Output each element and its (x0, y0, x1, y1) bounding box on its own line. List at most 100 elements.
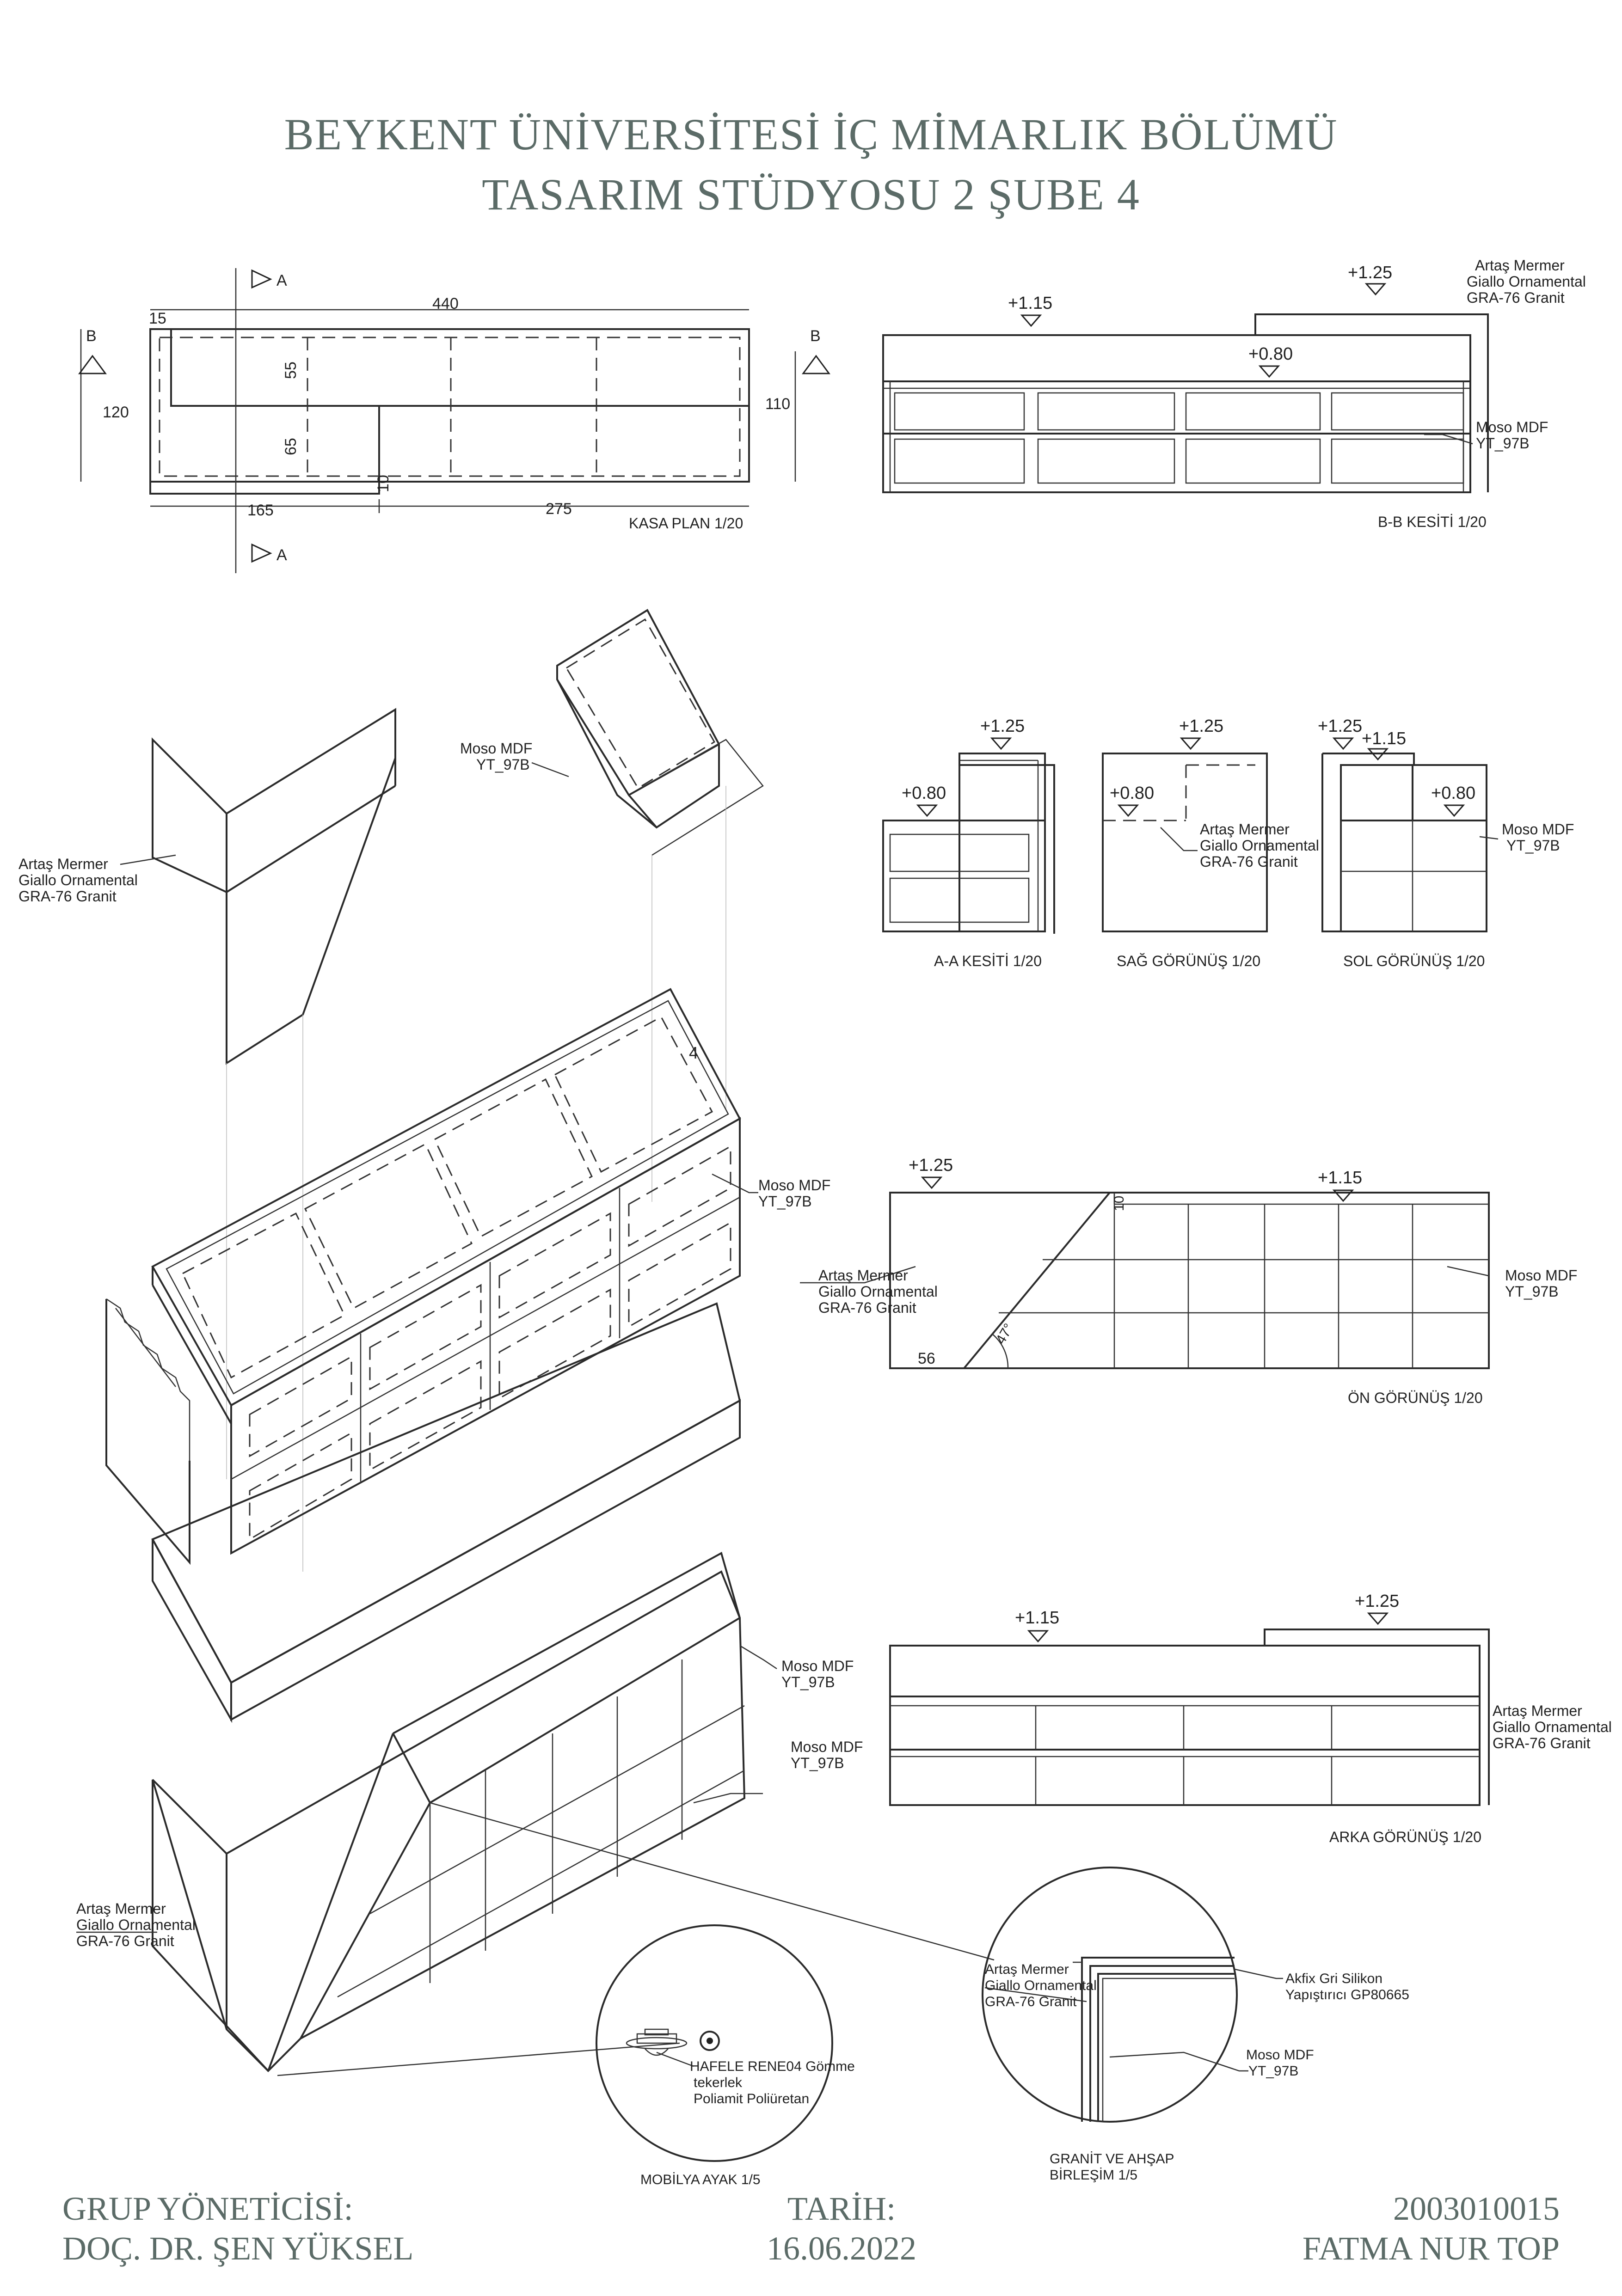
section-mark-a-bottom: A (276, 546, 287, 564)
right-view: +1.25 +0.80 Artaş Mermer Giallo Ornament… (1102, 716, 1319, 969)
dim-165: 165 (247, 502, 274, 519)
iso-box-mdf-label-2: YT_97B (476, 756, 530, 773)
supervisor-name: DOÇ. DR. ŞEN YÜKSEL (62, 2230, 414, 2267)
section-mark-a-top: A (276, 272, 287, 289)
sheet-title-line1: BEYKENT ÜNİVERSİTESİ İÇ MİMARLIK BÖLÜMÜ (284, 110, 1338, 159)
iso-assembled-mdf-a-2: YT_97B (781, 1674, 835, 1690)
right-marble-2: Giallo Ornamental (1200, 837, 1319, 854)
left-level-080: +0.80 (1431, 784, 1475, 803)
right-marble-1: Artaş Mermer (1200, 821, 1290, 838)
iso-carcass: 4 Moso MDF YT_97B (151, 988, 830, 1555)
back-marble-2: Giallo Ornamental (1493, 1719, 1612, 1735)
front-angle: 47° (993, 1321, 1016, 1347)
aa-level-080: +0.80 (902, 784, 946, 803)
student-name: FATMA NUR TOP (1302, 2230, 1560, 2267)
iso1-marble-label-3: GRA-76 Granit (18, 888, 117, 905)
wheel-label-1: HAFELE RENE04 Gömme (690, 2059, 855, 2074)
front-level-125: +1.25 (909, 1156, 953, 1175)
front-mdf-1: Moso MDF (1505, 1267, 1577, 1284)
student-number: 2003010015 (1393, 2190, 1560, 2227)
right-caption: SAĞ GÖRÜNÜŞ 1/20 (1117, 953, 1260, 969)
left-level-115: +1.15 (1362, 729, 1406, 748)
foot-caption: MOBİLYA AYAK 1/5 (640, 2172, 761, 2187)
front-marble-1: Artaş Mermer (818, 1267, 908, 1284)
iso-carcass-mdf-label-2: YT_97B (758, 1193, 812, 1210)
back-level-115: +1.15 (1015, 1608, 1059, 1628)
iso-carcass-mdf-label-1: Moso MDF (758, 1177, 830, 1194)
joint-mdf-2: YT_97B (1248, 2063, 1298, 2079)
left-level-125: +1.25 (1318, 716, 1362, 736)
front-marble-3: GRA-76 Granit (818, 1299, 916, 1316)
joint-mdf-1: Moso MDF (1246, 2047, 1314, 2063)
front-dim-56: 56 (918, 1350, 935, 1367)
joint-caption-1: GRANİT VE AHŞAP (1050, 2151, 1174, 2167)
footer-date: TARİH: 16.06.2022 (712, 2189, 971, 2268)
section-mark-b-left: B (86, 327, 97, 345)
iso-toothed-panel (105, 1298, 190, 1565)
iso-assembled-marble-3: GRA-76 Granit (76, 1933, 174, 1949)
aa-level-125: +1.25 (980, 716, 1025, 736)
dim-55: 55 (282, 361, 300, 379)
left-mdf-2: YT_97B (1506, 837, 1560, 854)
back-view: +1.15 +1.25 Artaş Mermer Giallo Ornament… (889, 1592, 1612, 1845)
back-caption: ARKA GÖRÜNÜŞ 1/20 (1329, 1829, 1481, 1845)
iso-carcass-mark: 4 (689, 1043, 698, 1062)
bb-mdf-label-1: Moso MDF (1476, 419, 1548, 435)
iso-small-box: Moso MDF YT_97B (460, 609, 764, 1202)
iso-box-mdf-label-1: Moso MDF (460, 740, 532, 757)
back-level-125: +1.25 (1355, 1592, 1399, 1611)
iso1-marble-label-1: Artaş Mermer (18, 856, 108, 872)
dim-120: 120 (103, 404, 129, 421)
joint-marble-3: GRA-76 Granit (985, 1994, 1077, 2009)
footer-student: 2003010015 FATMA NUR TOP (1303, 2189, 1560, 2268)
wheel-label-3: Poliamit Poliüretan (694, 2091, 809, 2106)
iso-assembled: Moso MDF YT_97B Moso MDF YT_97B Artaş Me… (76, 1552, 995, 2076)
front-level-115: +1.15 (1318, 1168, 1362, 1188)
front-caption: ÖN GÖRÜNÜŞ 1/20 (1348, 1390, 1483, 1406)
right-marble-3: GRA-76 Granit (1200, 853, 1298, 870)
joint-marble-1: Artaş Mermer (985, 1962, 1069, 1977)
joint-detail: Akfix Gri Silikon Yapıştırıcı GP80665 Ar… (982, 1867, 1409, 2183)
bb-marble-label-3: GRA-76 Granit (1467, 289, 1565, 306)
iso-plinth (151, 1302, 741, 1723)
front-dim-10: 10 (1112, 1196, 1127, 1211)
joint-silicone-2: Yapıştırıcı GP80665 (1285, 1987, 1409, 2002)
footer-supervisor: GRUP YÖNETİCİSİ: DOÇ. DR. ŞEN YÜKSEL (62, 2189, 413, 2268)
bb-marble-label-1: Artaş Mermer (1475, 257, 1565, 274)
joint-marble-2: Giallo Ornamental (985, 1978, 1097, 1993)
kasa-plan: A A B B 440 15 55 65 10 120 110 165 275 … (78, 268, 830, 573)
back-marble-3: GRA-76 Granit (1493, 1735, 1591, 1751)
bb-mdf-label-2: YT_97B (1476, 435, 1530, 452)
back-marble-1: Artaş Mermer (1493, 1702, 1582, 1719)
aa-caption: A-A KESİTİ 1/20 (934, 953, 1042, 969)
iso1-marble-label-2: Giallo Ornamental (18, 872, 138, 888)
left-view: +1.25 +1.15 +0.80 Moso MDF YT_97B SOL GÖ… (1318, 716, 1574, 969)
left-caption: SOL GÖRÜNÜŞ 1/20 (1343, 953, 1485, 969)
bb-section: +1.15 +1.25 +0.80 Artaş Mermer Giallo Or… (882, 257, 1586, 530)
joint-silicone-1: Akfix Gri Silikon (1285, 1971, 1382, 1986)
right-level-125: +1.25 (1179, 716, 1223, 736)
front-view: +1.25 +1.15 10 56 47° Artaş Mermer Giall… (800, 1156, 1577, 1406)
foot-detail: HAFELE RENE04 Gömme tekerlek Poliamit Po… (596, 1924, 855, 2187)
date-label: TARİH: (787, 2190, 896, 2227)
bb-marble-label-2: Giallo Ornamental (1467, 273, 1586, 290)
bb-caption: B-B KESİTİ 1/20 (1378, 514, 1487, 530)
iso-assembled-marble-1: Artaş Mermer (76, 1900, 166, 1917)
iso-assembled-marble-2: Giallo Ornamental (76, 1916, 196, 1933)
iso-assembled-mdf-b-1: Moso MDF (791, 1739, 863, 1755)
right-level-080: +0.80 (1110, 784, 1154, 803)
front-mdf-2: YT_97B (1505, 1283, 1559, 1300)
dim-10: 10 (375, 475, 392, 492)
dim-65: 65 (282, 438, 300, 455)
front-marble-2: Giallo Ornamental (818, 1283, 938, 1300)
iso-assembled-mdf-b-2: YT_97B (791, 1755, 844, 1771)
date-value: 16.06.2022 (767, 2230, 916, 2267)
bb-level-080: +0.80 (1248, 344, 1293, 364)
dim-275: 275 (546, 500, 572, 518)
left-mdf-1: Moso MDF (1502, 821, 1574, 838)
plan-caption: KASA PLAN 1/20 (629, 515, 743, 532)
bb-level-115: +1.15 (1008, 294, 1052, 313)
dim-440: 440 (432, 295, 459, 312)
iso-marble-side-panel: Artaş Mermer Giallo Ornamental GRA-76 Gr… (18, 708, 396, 1572)
